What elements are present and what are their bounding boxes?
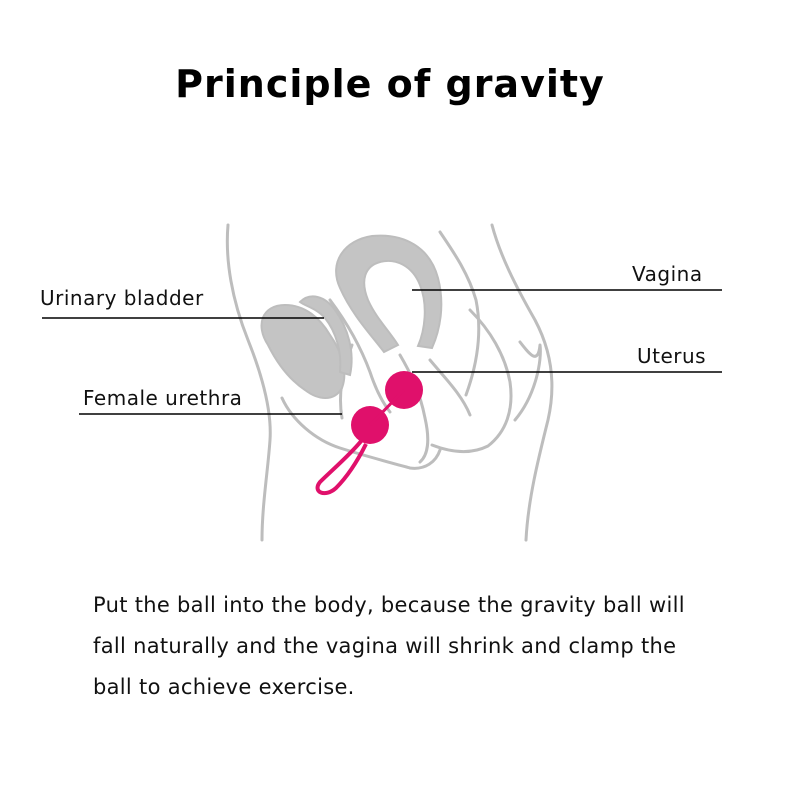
vagina-canal bbox=[398, 353, 430, 464]
page-title: Principle of gravity bbox=[175, 62, 605, 106]
label-female-urethra: Female urethra bbox=[83, 386, 243, 410]
description-text: Put the ball into the body, because the … bbox=[93, 585, 753, 708]
label-urinary-bladder: Urinary bladder bbox=[40, 286, 204, 310]
pubic-bone-outline bbox=[280, 396, 442, 470]
retrieval-loop bbox=[315, 438, 368, 496]
bladder-inner bbox=[298, 295, 353, 377]
rectum-wall bbox=[430, 308, 513, 453]
body-back-outline bbox=[490, 223, 554, 542]
kegel-balls bbox=[315, 371, 423, 496]
coccyx-outline bbox=[513, 340, 542, 422]
rectum-inner bbox=[428, 358, 472, 417]
body-front-outline bbox=[225, 223, 272, 542]
description-line-1: Put the ball into the body, because the … bbox=[93, 593, 685, 617]
uterus-shape bbox=[335, 234, 443, 354]
label-uterus: Uterus bbox=[637, 344, 707, 368]
ball-connector bbox=[368, 388, 406, 427]
label-vagina: Vagina bbox=[632, 262, 703, 286]
spine-curve bbox=[438, 230, 481, 397]
bladder-neck bbox=[328, 298, 392, 414]
description-line-3: ball to achieve exercise. bbox=[93, 675, 355, 699]
description-line-2: fall naturally and the vagina will shrin… bbox=[93, 634, 677, 658]
